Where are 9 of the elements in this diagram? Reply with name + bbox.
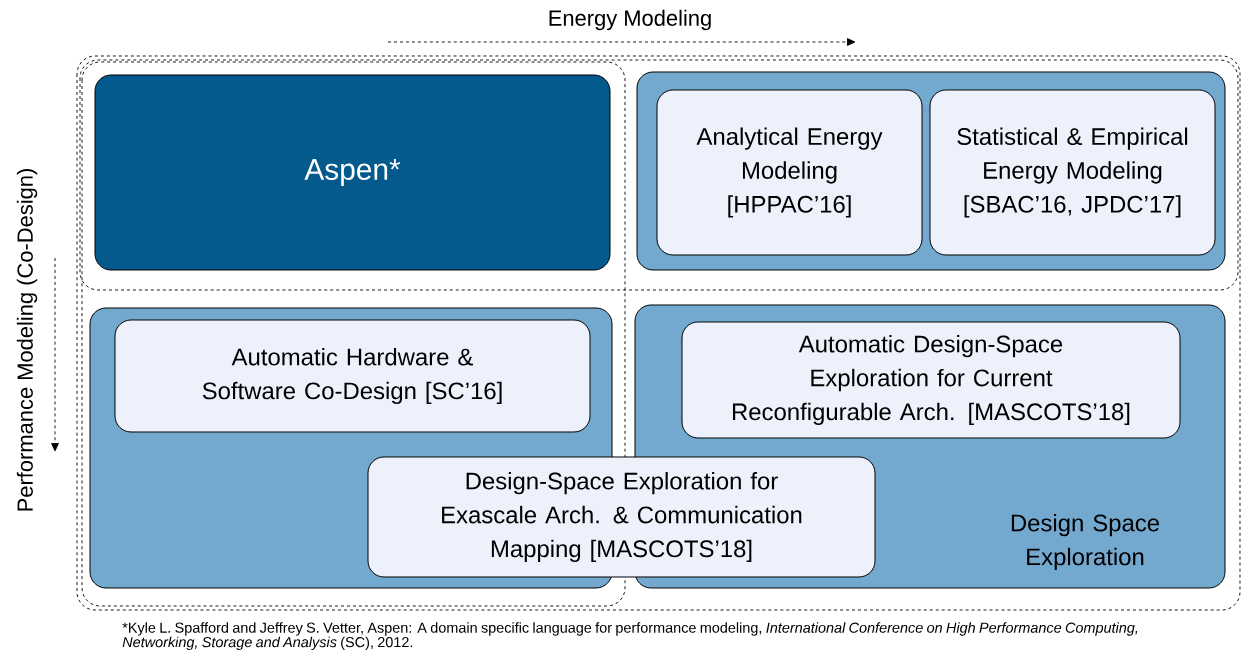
method-box: Automatic Design-Space Exploration for Current Reconfigurable Arch. [MASCOTS’18] [681,321,1181,439]
method-box: Automatic Hardware & Software Co-Design [SC’16] [114,319,591,433]
footnote: *Kyle L. Spafford and Jeffrey S. Vetter, Aspen: A domain specific language for performance modeling, International Conference on High Performance Computing, Networking, Storage and Analysis (SC), 2012. [122,622,1138,651]
method-box: Statistical & Empirical Energy Modeling [SBAC’16, JPDC’17] [929,89,1216,256]
method-box: Design-Space Exploration for Exascale Arch. & Communication Mapping [MASCOTS’18] [367,456,876,578]
axis-label: Energy Modeling [549,9,711,31]
method-box: Analytical Energy Modeling [HPPAC’16] [656,89,923,256]
model-box: Aspen* [94,74,611,271]
axis-label: Performance Modeling (Co-Design) [16,169,38,511]
